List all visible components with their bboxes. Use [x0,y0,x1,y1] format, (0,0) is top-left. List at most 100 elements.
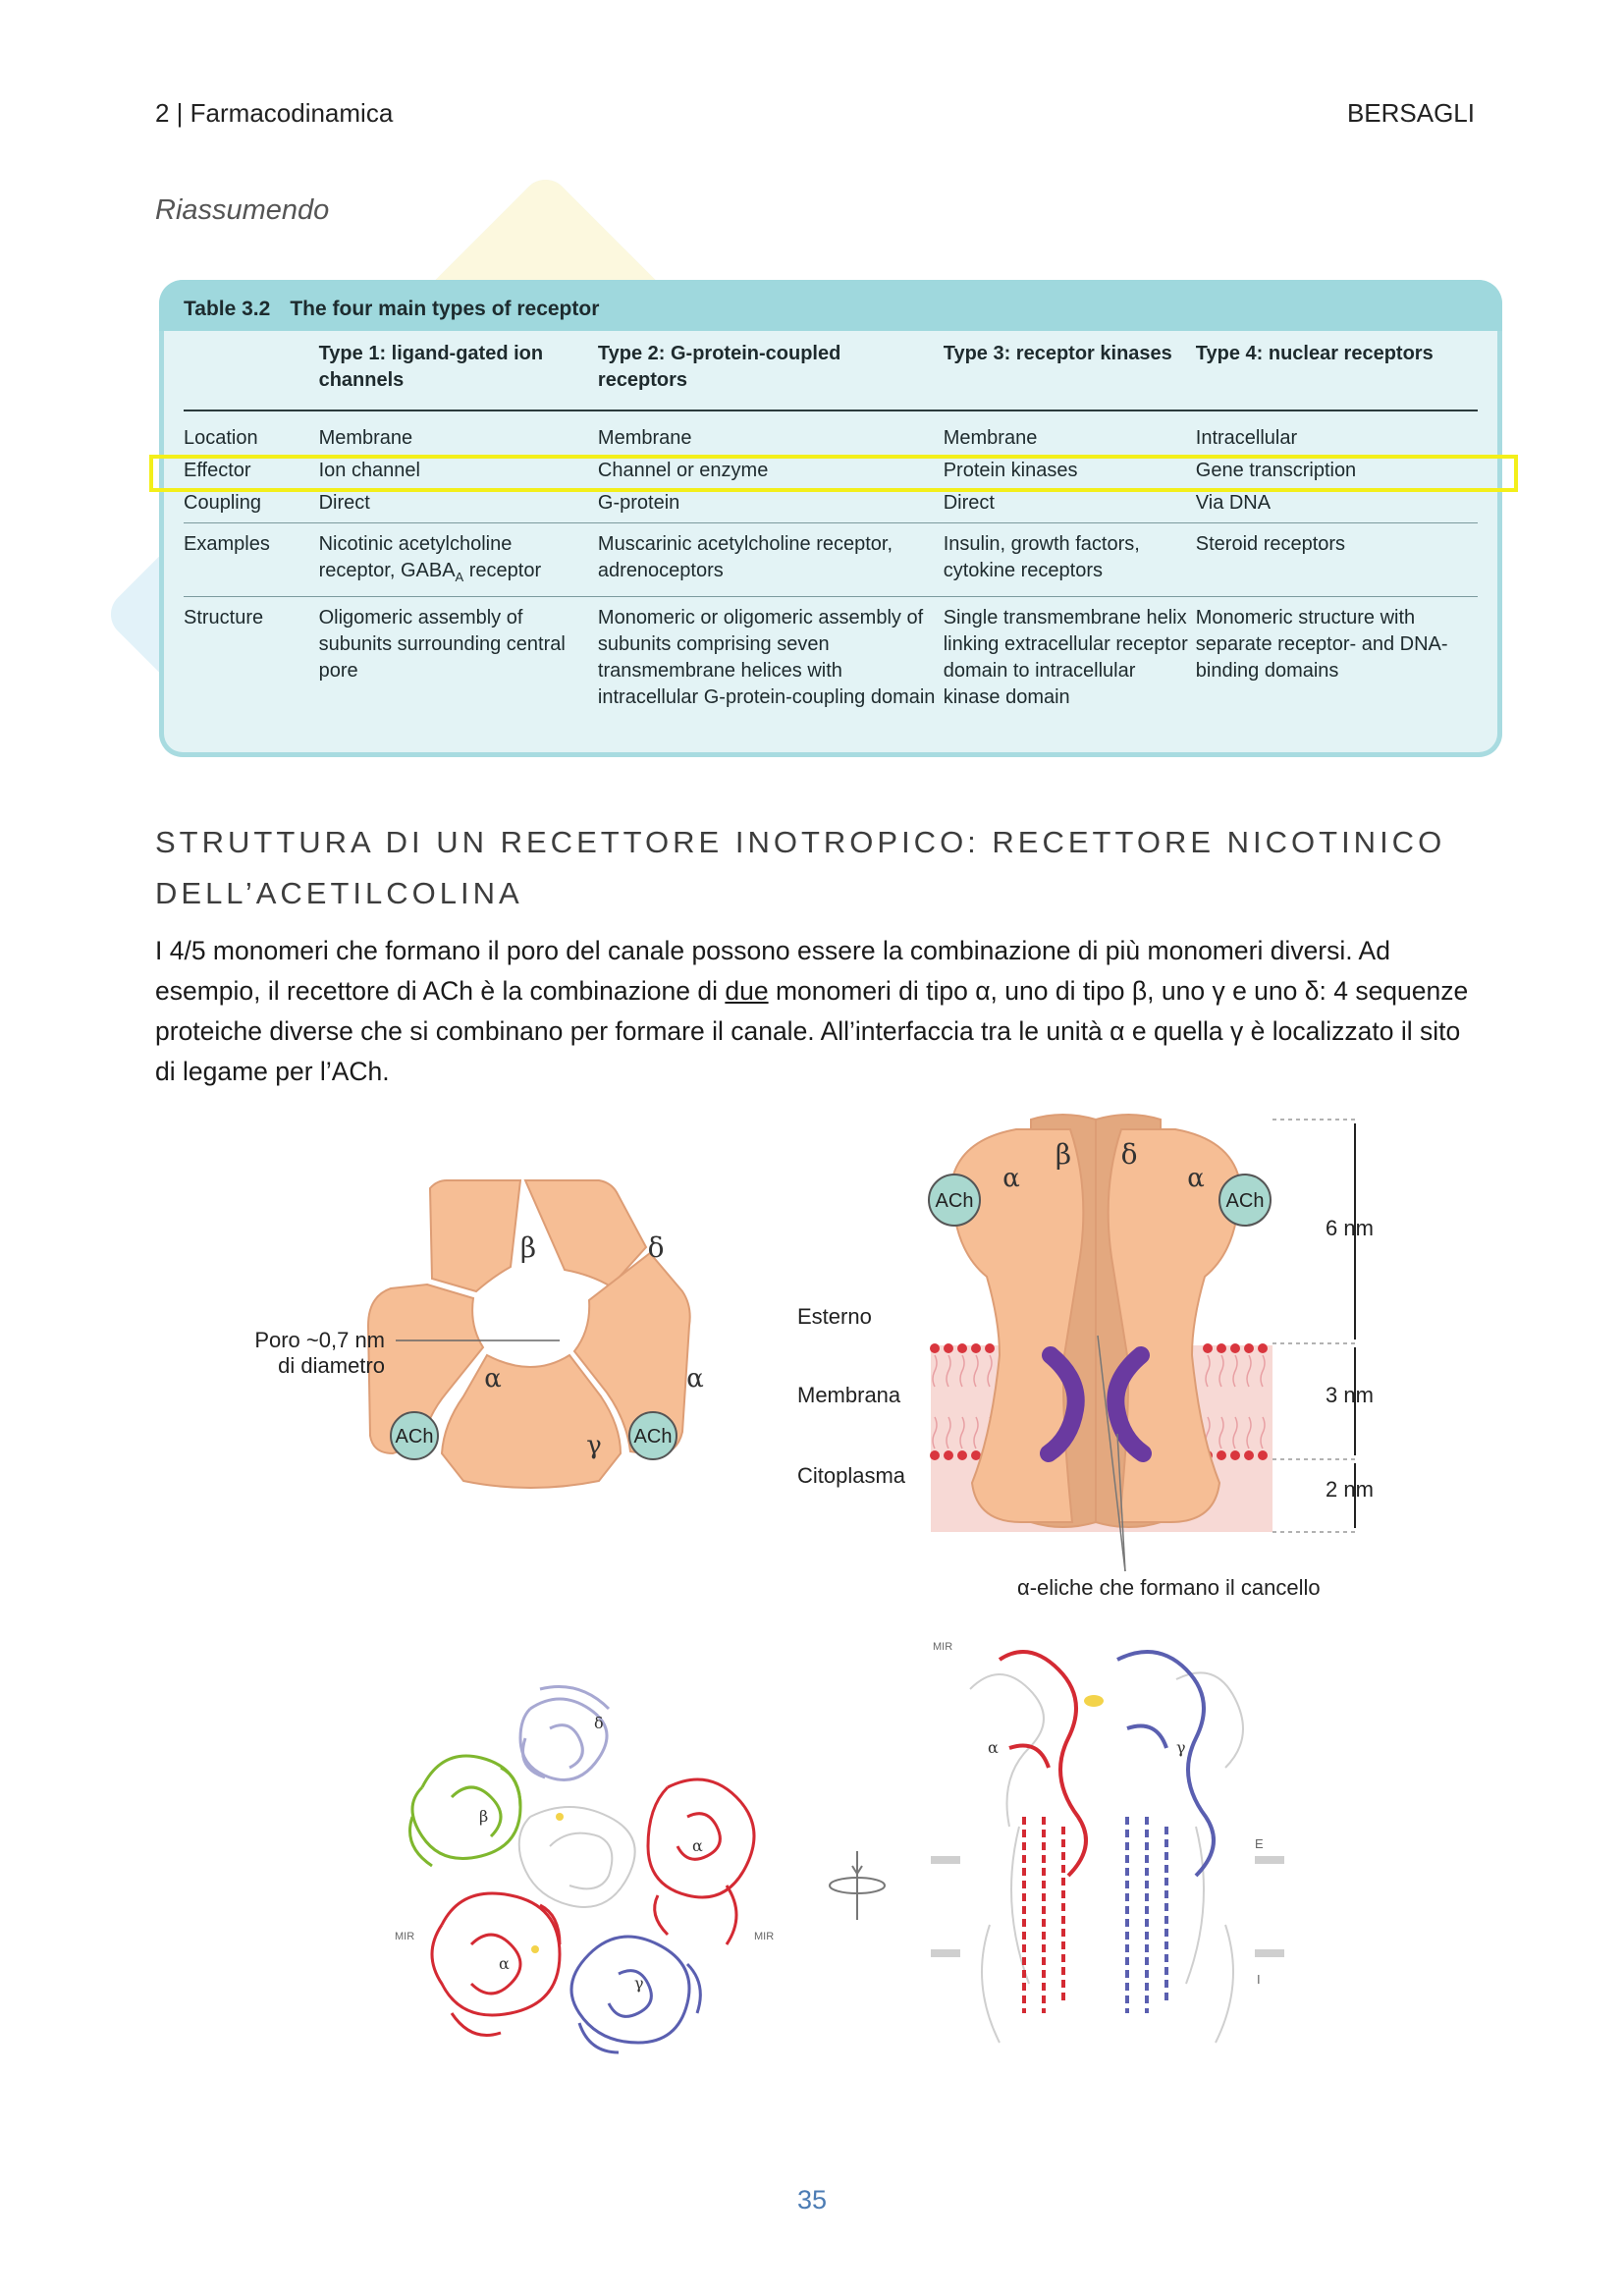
table-cell: Protein kinases [943,460,1078,481]
membrane-marker-bottom [1255,1949,1284,1957]
ribbon-structure-side-view: MIR α γ E I [931,1641,1284,2044]
gaba-suffix: receptor [463,560,542,581]
ach-label: ACh [936,1190,974,1212]
table-header-cell: Type 4: nuclear receptors [1195,341,1478,411]
table-header-cell [184,341,319,411]
table-row: Examples Nicotinic acetylcholine recepto… [184,522,1478,597]
subunit-label: β [1056,1138,1071,1171]
dimension-6nm: 6 nm [1326,1216,1374,1240]
table-row: Location Membrane Membrane Membrane Intr… [184,410,1478,458]
gate-pointer-line [1116,1433,1126,1572]
subunit-label: δ [1121,1138,1138,1171]
page-number: 35 [796,2185,828,2214]
table-row: Structure Oligomeric assembly of subunit… [184,597,1478,718]
subunit-label: β [520,1231,536,1264]
ach-site-right [1218,1174,1272,1227]
ach-site-left [928,1174,981,1227]
ribbon-label: γ [1176,1738,1186,1757]
table-cell: Single transmembrane helix linking extra… [943,607,1188,708]
ribbon-label: MIR [754,1931,774,1942]
table-cell: Gene transcription [1195,460,1357,481]
rotation-icon [829,1851,886,1920]
receptor-table-box: Table 3.2 The four main types of receptor… [159,280,1502,757]
header-section: BERSAGLI [1346,98,1475,128]
table-cell: Nicotinic acetylcholine receptor, GABAA … [318,522,598,597]
ribbon-label: α [988,1738,999,1757]
subunit-gamma [440,1353,623,1489]
gaba-subscript: A [455,570,464,584]
subunit-label: α [1002,1164,1020,1193]
table-cell: Channel or enzyme [597,460,769,481]
pore-label-line1: Poro ~0,7 nm [254,1328,385,1352]
ach-site-right [628,1411,677,1460]
ribbon-label: α [499,1954,510,1973]
dimension-2nm: 2 nm [1326,1477,1374,1502]
table-cell: Ion channel [318,460,420,481]
ribbon-label: MIR [395,1931,414,1942]
table-cell: Oligomeric assembly of subunits surround… [318,607,566,682]
table-number: Table 3.2 [184,298,271,320]
table-cell: Membrane [597,427,692,449]
label-membrana: Membrana [797,1383,901,1407]
ribbon-label: γ [634,1974,644,1993]
subunit-label: α [484,1364,502,1394]
table-cell: Steroid receptors [1195,522,1478,597]
body-underlined-word: due [725,976,769,1006]
pentamer-top-view-diagram: ACh ACh β δ α α γ [366,1179,704,1489]
label-citoplasma: Citoplasma [797,1463,906,1488]
ribbon-label: β [479,1807,488,1826]
table-row: Coupling Direct G-protein Direct Via DNA [184,490,1478,523]
ribbon-core [517,1806,636,1908]
dimension-guides [1272,1119,1355,1533]
ribbon-alpha-right [646,1777,756,1945]
body-paragraph: I 4/5 monomeri che formano il poro del c… [155,931,1481,1092]
gaba-text: Nicotinic acetylcholine receptor, GABA [318,533,513,581]
subtitle: Riassumendo [155,194,330,226]
ribbon-delta [518,1685,611,1781]
ach-site-left [390,1411,439,1460]
binding-site-marker [531,1945,539,1953]
ribbon-alpha-side [998,1650,1088,2013]
subunit-beta [428,1179,522,1293]
ach-label: ACh [1226,1190,1265,1212]
gate-helix-left [1040,1346,1085,1462]
subunit-label: α [686,1364,704,1394]
table-cell: Location [184,427,258,449]
gate-helices-caption: α-eliche che formano il cancello [1017,1575,1321,1600]
table-cell: Monomeric structure with separate recept… [1195,607,1448,682]
binding-site-marker [556,1813,564,1821]
table-cell: Insulin, growth factors, cytokine recept… [943,522,1196,597]
table-cell: Structure [184,607,264,629]
table-title-bar [159,280,1502,331]
table-cell: Examples [184,522,319,597]
table-cell: Intracellular [1195,427,1298,449]
pore-label-line2: di diametro [278,1353,385,1378]
table-header-cell: Type 3: receptor kinases [943,341,1196,411]
ribbon-gamma [569,1935,702,2054]
header-chapter: 2 | Farmacodinamica [155,98,394,128]
ribbon-label: E [1255,1836,1264,1851]
table-header-cell: Type 2: G-protein-coupled receptors [597,341,944,411]
membrane-marker-bottom [931,1949,960,1957]
table-cell: Coupling [184,490,319,523]
table-title: Table 3.2 The four main types of receptor [184,298,599,321]
table-cell: Membrane [943,427,1038,449]
gate-helix-right [1107,1346,1152,1462]
table-row: Effector Ion channel Channel or enzyme P… [184,458,1478,490]
table-cell: G-protein [597,490,944,523]
table-caption: The four main types of receptor [290,298,600,320]
table-cell: Membrane [318,427,413,449]
section-title: STRUTTURA DI UN RECETTORE INOTROPICO: RE… [155,825,1446,910]
subunit-alpha-left-side [950,1128,1085,1523]
ribbon-label: I [1257,1972,1261,1987]
receptor-side-view-diagram: ACh ACh β δ α α [928,1114,1356,1572]
ribbon-gamma-side [1116,1650,1216,2013]
subunit-label: α [1187,1164,1205,1193]
subunit-alpha-right-side [1107,1128,1241,1523]
binding-site-marker [1084,1695,1104,1707]
table-cell: Direct [318,490,598,523]
effector-row-highlight [149,455,1518,492]
subunit-label: δ [648,1231,665,1264]
ribbon-background [969,1671,1244,2044]
